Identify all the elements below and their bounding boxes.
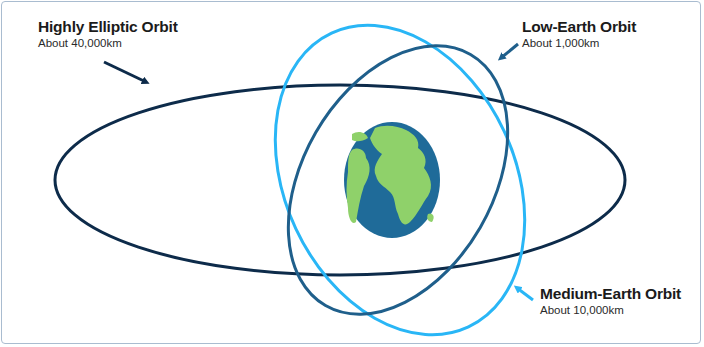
highly-elliptic-orbit [55, 85, 625, 275]
low-earth-orbit [243, 7, 553, 347]
orbit-name: Medium-Earth Orbit [540, 285, 681, 303]
medium-earth-orbit [227, 0, 572, 347]
pointer-arrow [104, 62, 146, 82]
pointer-arrow [517, 288, 533, 300]
orbit-altitude: About 40,000km [38, 37, 122, 50]
orbit-altitude: About 1,000km [522, 37, 599, 50]
orbit-name: Low-Earth Orbit [522, 18, 636, 36]
orbit-altitude: About 10,000km [540, 304, 624, 317]
earth [344, 122, 440, 238]
pointer-arrow [501, 44, 518, 58]
orbit-name: Highly Elliptic Orbit [38, 18, 178, 36]
